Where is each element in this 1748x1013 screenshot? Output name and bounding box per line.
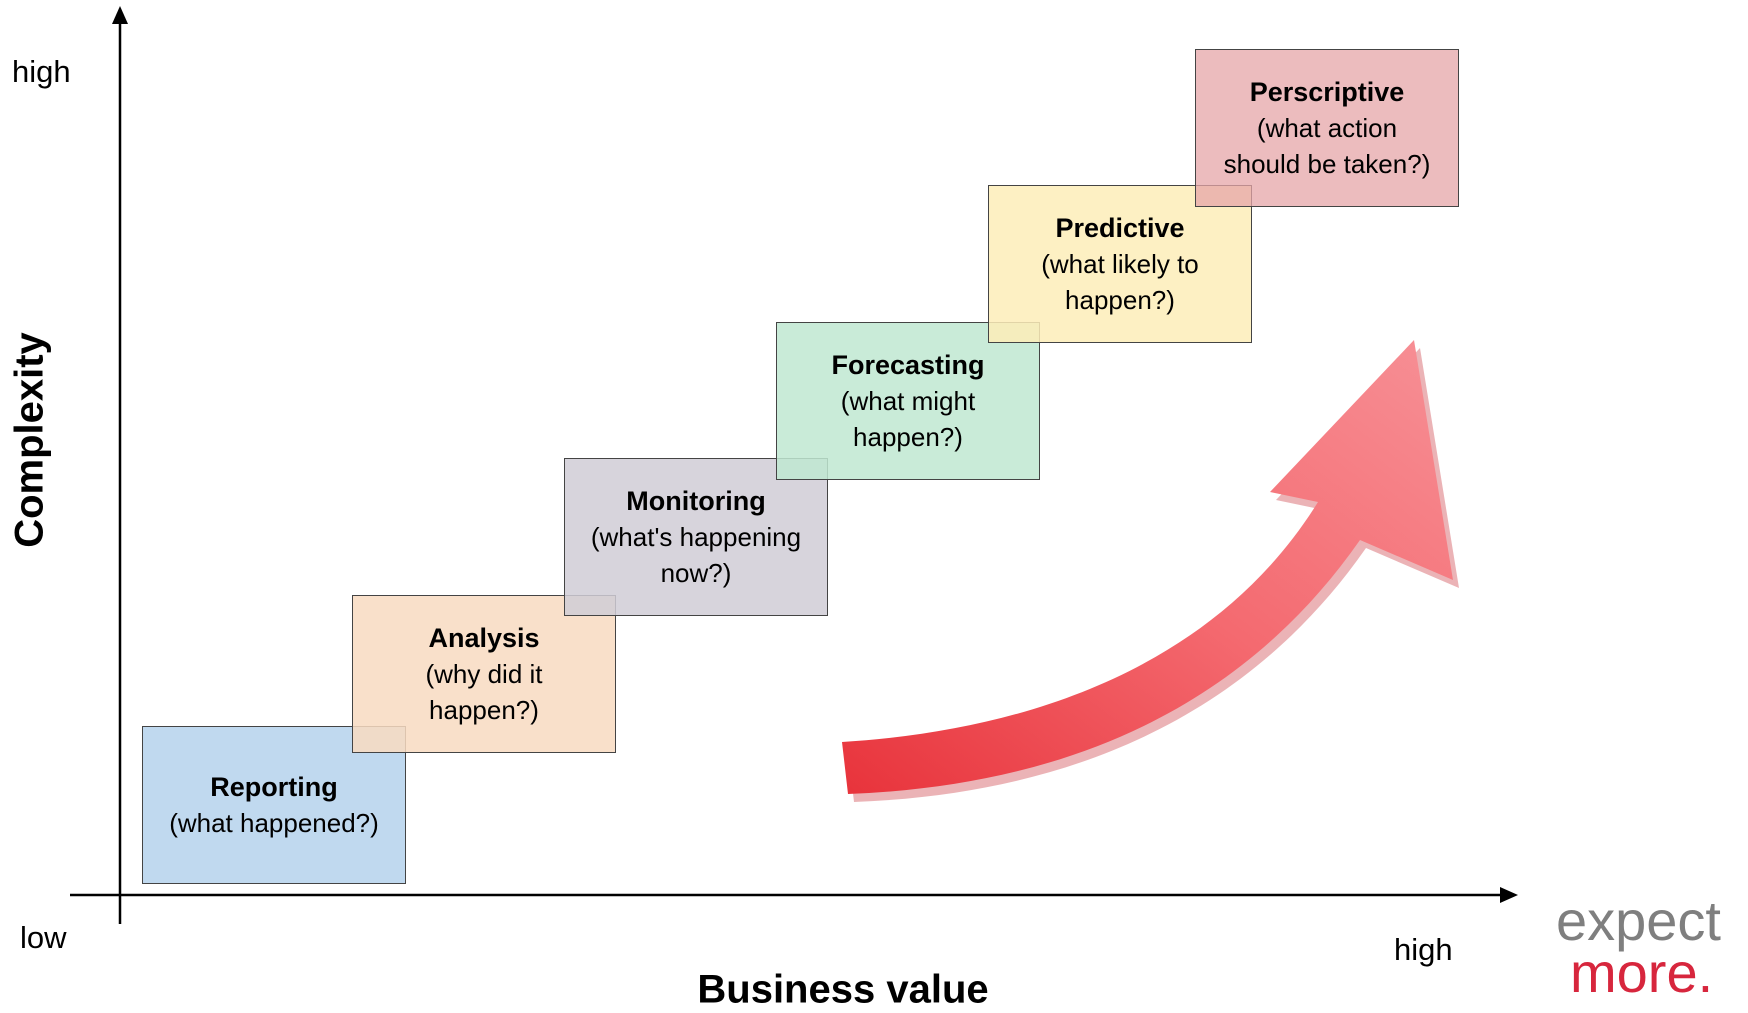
x-axis xyxy=(70,887,1518,903)
stage-description: (why did it happen?) xyxy=(425,659,543,725)
growth-arrow-icon xyxy=(842,340,1459,802)
y-axis xyxy=(112,6,128,924)
stage-forecasting: Forecasting (what might happen?) xyxy=(776,322,1040,480)
y-axis-high-label: high xyxy=(12,54,71,89)
stage-monitoring: Monitoring (what's happening now?) xyxy=(564,458,828,616)
stage-description: (what likely to happen?) xyxy=(1041,249,1199,315)
x-axis-high-label: high xyxy=(1394,932,1453,967)
stage-title: Perscriptive xyxy=(1249,77,1405,107)
brand-word-expect: expect xyxy=(1556,889,1721,952)
stage-description: (what might happen?) xyxy=(840,386,976,452)
stage-description: (what happened?) xyxy=(169,808,379,838)
x-axis-title: Business value xyxy=(697,967,989,1012)
stage-title: Reporting xyxy=(210,772,338,802)
brand-logo: expect more. xyxy=(1556,889,1721,1004)
stage-title: Analysis xyxy=(428,623,540,653)
stage-perscriptive: Perscriptive (what action should be take… xyxy=(1195,49,1459,207)
stage-analysis: Analysis (why did it happen?) xyxy=(352,595,616,753)
brand-word-more: more. xyxy=(1570,941,1714,1004)
stage-title: Forecasting xyxy=(831,350,985,380)
stage-description: (what action should be taken?) xyxy=(1223,113,1431,179)
stage-title: Monitoring xyxy=(626,486,766,516)
stage-title: Predictive xyxy=(1055,213,1185,243)
stage-description: (what's happening now?) xyxy=(590,522,802,588)
y-axis-title: Complexity xyxy=(7,332,52,548)
x-axis-low-label: low xyxy=(20,920,67,955)
stage-predictive: Predictive (what likely to happen?) xyxy=(988,185,1252,343)
